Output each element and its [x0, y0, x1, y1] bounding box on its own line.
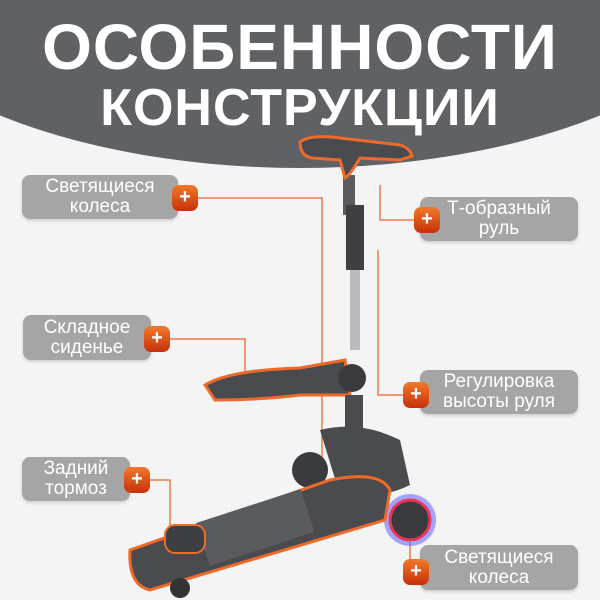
callout-text: Светящиеся — [444, 546, 554, 568]
callout-height-adjustment: Регулировка высоты руля — [420, 370, 578, 414]
plus-icon[interactable]: + — [144, 326, 170, 352]
title-line-2: КОНСТРУКЦИИ — [100, 79, 500, 137]
callout-text: Задний — [43, 458, 109, 479]
callout-folding-seat: Складное сиденье — [23, 315, 151, 360]
scooter-image — [128, 135, 436, 598]
plus-icon[interactable]: + — [172, 185, 198, 211]
callout-t-handlebar: Т-образный руль — [420, 197, 578, 241]
callout-text: тормоз — [45, 478, 107, 499]
callout-text: высоты руля — [442, 391, 556, 412]
callout-text: сиденье — [50, 336, 124, 358]
callout-rear-brake: Задний тормоз — [22, 457, 130, 501]
plus-icon[interactable]: + — [124, 467, 150, 493]
callout-text: руль — [478, 218, 520, 239]
title-line-1: ОСОБЕННОСТИ — [42, 11, 558, 83]
callout-text: Светящиеся — [45, 176, 155, 197]
plus-icon[interactable]: + — [414, 207, 440, 233]
callout-glowing-wheels-top: Светящиеся колеса — [22, 175, 178, 219]
header-banner — [0, 0, 600, 168]
callout-text: Складное — [43, 316, 131, 338]
plus-icon[interactable]: + — [403, 559, 429, 585]
callout-text: колеса — [468, 566, 530, 588]
plus-icon[interactable]: + — [403, 382, 429, 408]
callout-text: Т-образный — [447, 198, 551, 219]
callout-glowing-wheels-bottom: Светящиеся колеса — [420, 545, 578, 590]
callout-text: Регулировка — [443, 371, 555, 392]
callout-text: колеса — [69, 196, 131, 217]
